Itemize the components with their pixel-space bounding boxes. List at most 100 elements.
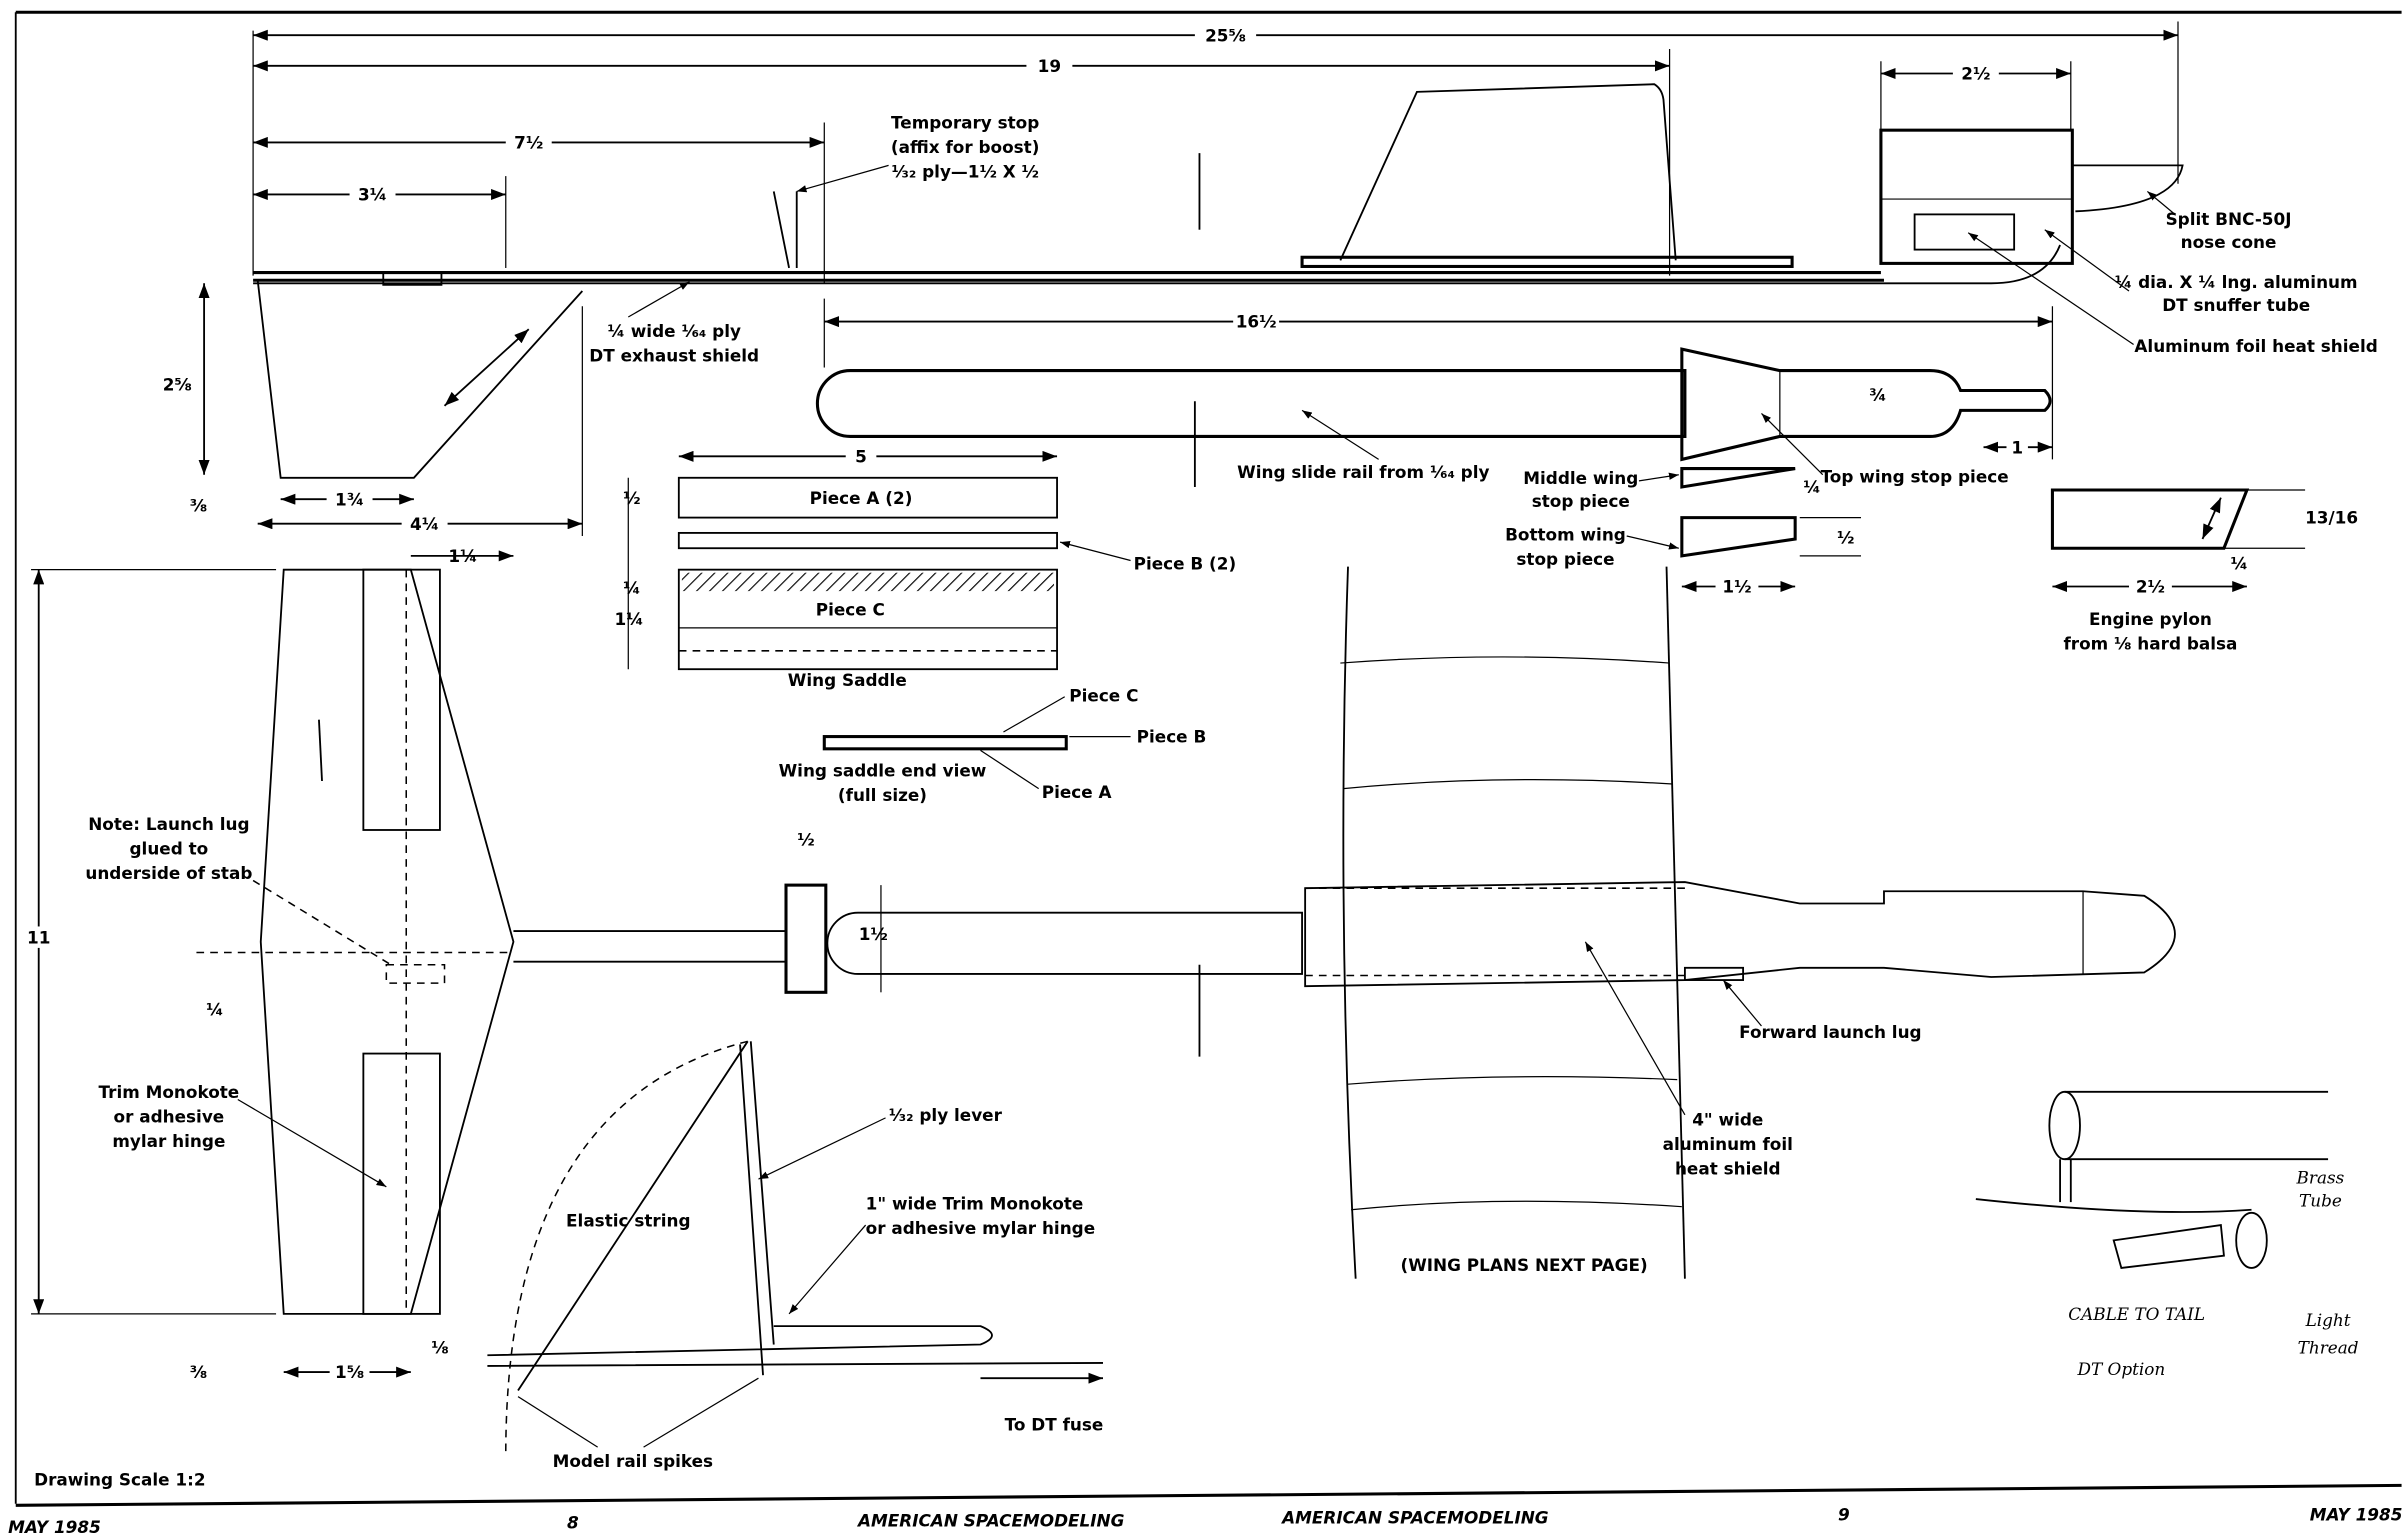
labels-brass_tube-0-text: Brass	[2296, 1168, 2345, 1188]
labels-middle_stop-1-text: stop piece	[1532, 491, 1630, 511]
labels-wing_plans-text: (WING PLANS NEXT PAGE)	[1401, 1255, 1648, 1275]
wing-saddle: 5 Piece A (2) Piece B (2) Piece C Wing S…	[614, 445, 1237, 690]
dim-fin-tip: 1¾	[335, 489, 364, 509]
labels-heat_shield-text: Aluminum foil heat shield	[2134, 336, 2377, 356]
dim-lug-h: 1½	[859, 924, 888, 944]
labels-launch_lug_note-1-text: glued to	[130, 838, 209, 858]
fuselage-top-view: 1½ ½ Forward launch lug	[513, 829, 2176, 1057]
dims-stab_chord-text: 1⅝	[335, 1362, 364, 1382]
fin-dimensions: 2⅝ ⅜ 1¾ 4¼	[163, 283, 583, 536]
dt-lever-detail: ¹⁄₃₂ ply lever Elastic string 1" wide Tr…	[487, 1040, 1104, 1471]
labels-ply_lever-text: ¹⁄₃₂ ply lever	[889, 1105, 1003, 1125]
labels-temp_stop-2-text: ¹⁄₃₂ ply—1½ X ½	[891, 162, 1039, 182]
dim-overall: 25⅝	[1205, 25, 1246, 45]
labels-wing_saddle-text: Wing Saddle	[788, 670, 907, 690]
labels-piece_b-text: Piece B (2)	[1134, 554, 1237, 574]
dim-pylon-h: 13/16	[2305, 508, 2358, 528]
dim-pylon-off: ¼	[2231, 554, 2248, 574]
labels-end_a-text: Piece A	[1042, 782, 1112, 802]
dim-fin-base: 4¼	[410, 514, 439, 534]
footer-left_date-text: MAY 1985	[8, 1517, 101, 1537]
labels-exhaust_shield-1-text: DT exhaust shield	[589, 345, 759, 365]
labels-light_thread-1-text: Thread	[2298, 1338, 2359, 1358]
dims-stab_gap-text: ¼	[206, 999, 223, 1019]
dim-fin-height: 2⅝	[163, 374, 192, 394]
labels-engine_pylon-0-text: Engine pylon	[2089, 609, 2212, 629]
wing-stop-pieces: Middle wing stop piece Top wing stop pie…	[1505, 413, 2009, 598]
dims-saddle_c-text: 1¼	[614, 609, 643, 629]
footer-left_mag-text: AMERICAN SPACEMODELING	[856, 1511, 1125, 1531]
wing-rail-label: Wing slide rail from ¹⁄₆₄ ply	[1237, 462, 1489, 482]
dim-fuselage: 19	[1038, 56, 1061, 76]
labels-engine_pylon-1-text: from ⅛ hard balsa	[2063, 633, 2237, 653]
labels-foil_4in-2-text: heat shield	[1675, 1159, 1781, 1179]
dim-stab-tip: 1¼	[448, 546, 477, 566]
labels-elastic-text: Elastic string	[566, 1211, 690, 1231]
labels-bottom_stop-1-text: stop piece	[1516, 549, 1614, 569]
labels-nose_cone-0-text: Split BNC-50J	[2166, 209, 2292, 229]
wing-slide-rail: 16½ ¾ 1 Wing slide rail from ¹⁄₆₄ ply	[815, 298, 2054, 487]
temp-stop-label: Temporary stop (affix for boost) ¹⁄₃₂ pl…	[796, 113, 1040, 193]
dims-saddle_b-text: ¼	[623, 578, 640, 598]
dim-stop-h: ½	[1837, 528, 1854, 548]
labels-brass_tube-1-text: Tube	[2299, 1191, 2342, 1211]
engine-pylon: 13/16 ¼ 2½ Engine pylon from ⅛ hard bals…	[2050, 488, 2358, 653]
snuffer-label: ¼ dia. X ¼ lng. aluminum DT snuffer tube	[2044, 229, 2358, 315]
labels-light_thread-0-text: Light	[2305, 1310, 2351, 1330]
dim-stop-top: ¼	[1803, 477, 1820, 497]
labels-bottom_stop-0-text: Bottom wing	[1505, 525, 1626, 545]
labels-cable-text: CABLE TO TAIL	[2068, 1304, 2205, 1324]
labels-end_b-text: Piece B	[1137, 727, 1207, 747]
dims-stab_tail-text: ⅛	[431, 1338, 448, 1358]
dim-fin-gap: ⅜	[190, 495, 207, 515]
dim-stab-span: 11	[27, 927, 50, 947]
footer-left_page-text: 8	[567, 1512, 579, 1532]
labels-temp_stop-1-text: (affix for boost)	[891, 137, 1040, 157]
labels-rail_spikes-text: Model rail spikes	[553, 1451, 713, 1471]
labels-forward_lug-text: Forward launch lug	[1739, 1022, 1921, 1042]
dims-saddle_len-text: 5	[855, 446, 867, 466]
labels-exhaust_shield-0-text: ¼ wide ¹⁄₆₄ ply	[607, 321, 741, 341]
dt-option-title: DT Option	[2076, 1359, 2165, 1379]
labels-foil_4in-0-text: 4" wide	[1692, 1110, 1763, 1130]
labels-snuffer-1-text: DT snuffer tube	[2162, 295, 2310, 315]
labels-temp_stop-0-text: Temporary stop	[891, 113, 1039, 133]
labels-to_dt-text: To DT fuse	[1005, 1414, 1104, 1434]
labels-top_stop-text: Top wing stop piece	[1821, 466, 2009, 486]
labels-nose_cone-1-text: nose cone	[2181, 232, 2277, 252]
dim-pylon-len: 2½	[2136, 577, 2165, 597]
nose-cone-label: Split BNC-50J nose cone	[2146, 190, 2292, 252]
labels-end_c-text: Piece C	[1069, 685, 1138, 705]
labels-middle_stop-0-text: Middle wing	[1523, 468, 1638, 488]
top-dimensions: 25⅝ 19 7½ 3¼ 2½	[252, 21, 2179, 284]
dim-rail-dia: ¾	[1869, 385, 1886, 405]
saddle-end-view: Piece C Piece B Piece A Wing saddle end …	[779, 685, 1207, 805]
footer-right_date-text: MAY 1985	[2310, 1505, 2402, 1525]
dt-option-sketch: Brass Tube Light Thread CABLE TO TAIL DT…	[1975, 1090, 2359, 1379]
wing-plan-view: 4" wide aluminum foil heat shield (WING …	[1340, 566, 1793, 1279]
stabilizer-plan-view: 11 1¼ ¼ ⅜ 1⅝ ⅛ Note: Launch lug glued to…	[27, 546, 515, 1383]
footer-right_mag-text: AMERICAN SPACEMODELING	[1280, 1508, 1549, 1528]
labels-end_view-1-text: (full size)	[838, 785, 927, 805]
labels-trim-0-text: Trim Monokote	[99, 1082, 240, 1102]
page-frame	[14, 10, 2402, 1507]
dim-rail: 16½	[1236, 312, 1277, 332]
heat-shield-label: Aluminum foil heat shield	[1967, 232, 2378, 356]
dims-stab_bottom_gap-text: ⅜	[190, 1362, 207, 1382]
labels-piece_c-text: Piece C	[816, 600, 885, 620]
labels-hinge_1in-1-text: or adhesive mylar hinge	[866, 1218, 1096, 1238]
dim-fin-root: 3¼	[358, 185, 387, 205]
dims-saddle_a-text: ½	[623, 488, 640, 508]
drawing-scale: Drawing Scale 1:2	[34, 1469, 205, 1489]
dim-fin-pos: 7½	[514, 133, 543, 153]
labels-end_view-0-text: Wing saddle end view	[779, 760, 987, 780]
labels-piece_a-text: Piece A (2)	[810, 488, 913, 508]
labels-trim-2-text: mylar hinge	[112, 1131, 225, 1151]
dim-rail-tip: 1	[2011, 437, 2023, 457]
footer: MAY 1985 8 AMERICAN SPACEMODELING AMERIC…	[8, 1505, 2402, 1537]
labels-foil_4in-1-text: aluminum foil	[1663, 1134, 1793, 1154]
labels-snuffer-0-text: ¼ dia. X ¼ lng. aluminum	[2115, 272, 2358, 292]
labels-hinge_1in-0-text: 1" wide Trim Monokote	[866, 1194, 1084, 1214]
